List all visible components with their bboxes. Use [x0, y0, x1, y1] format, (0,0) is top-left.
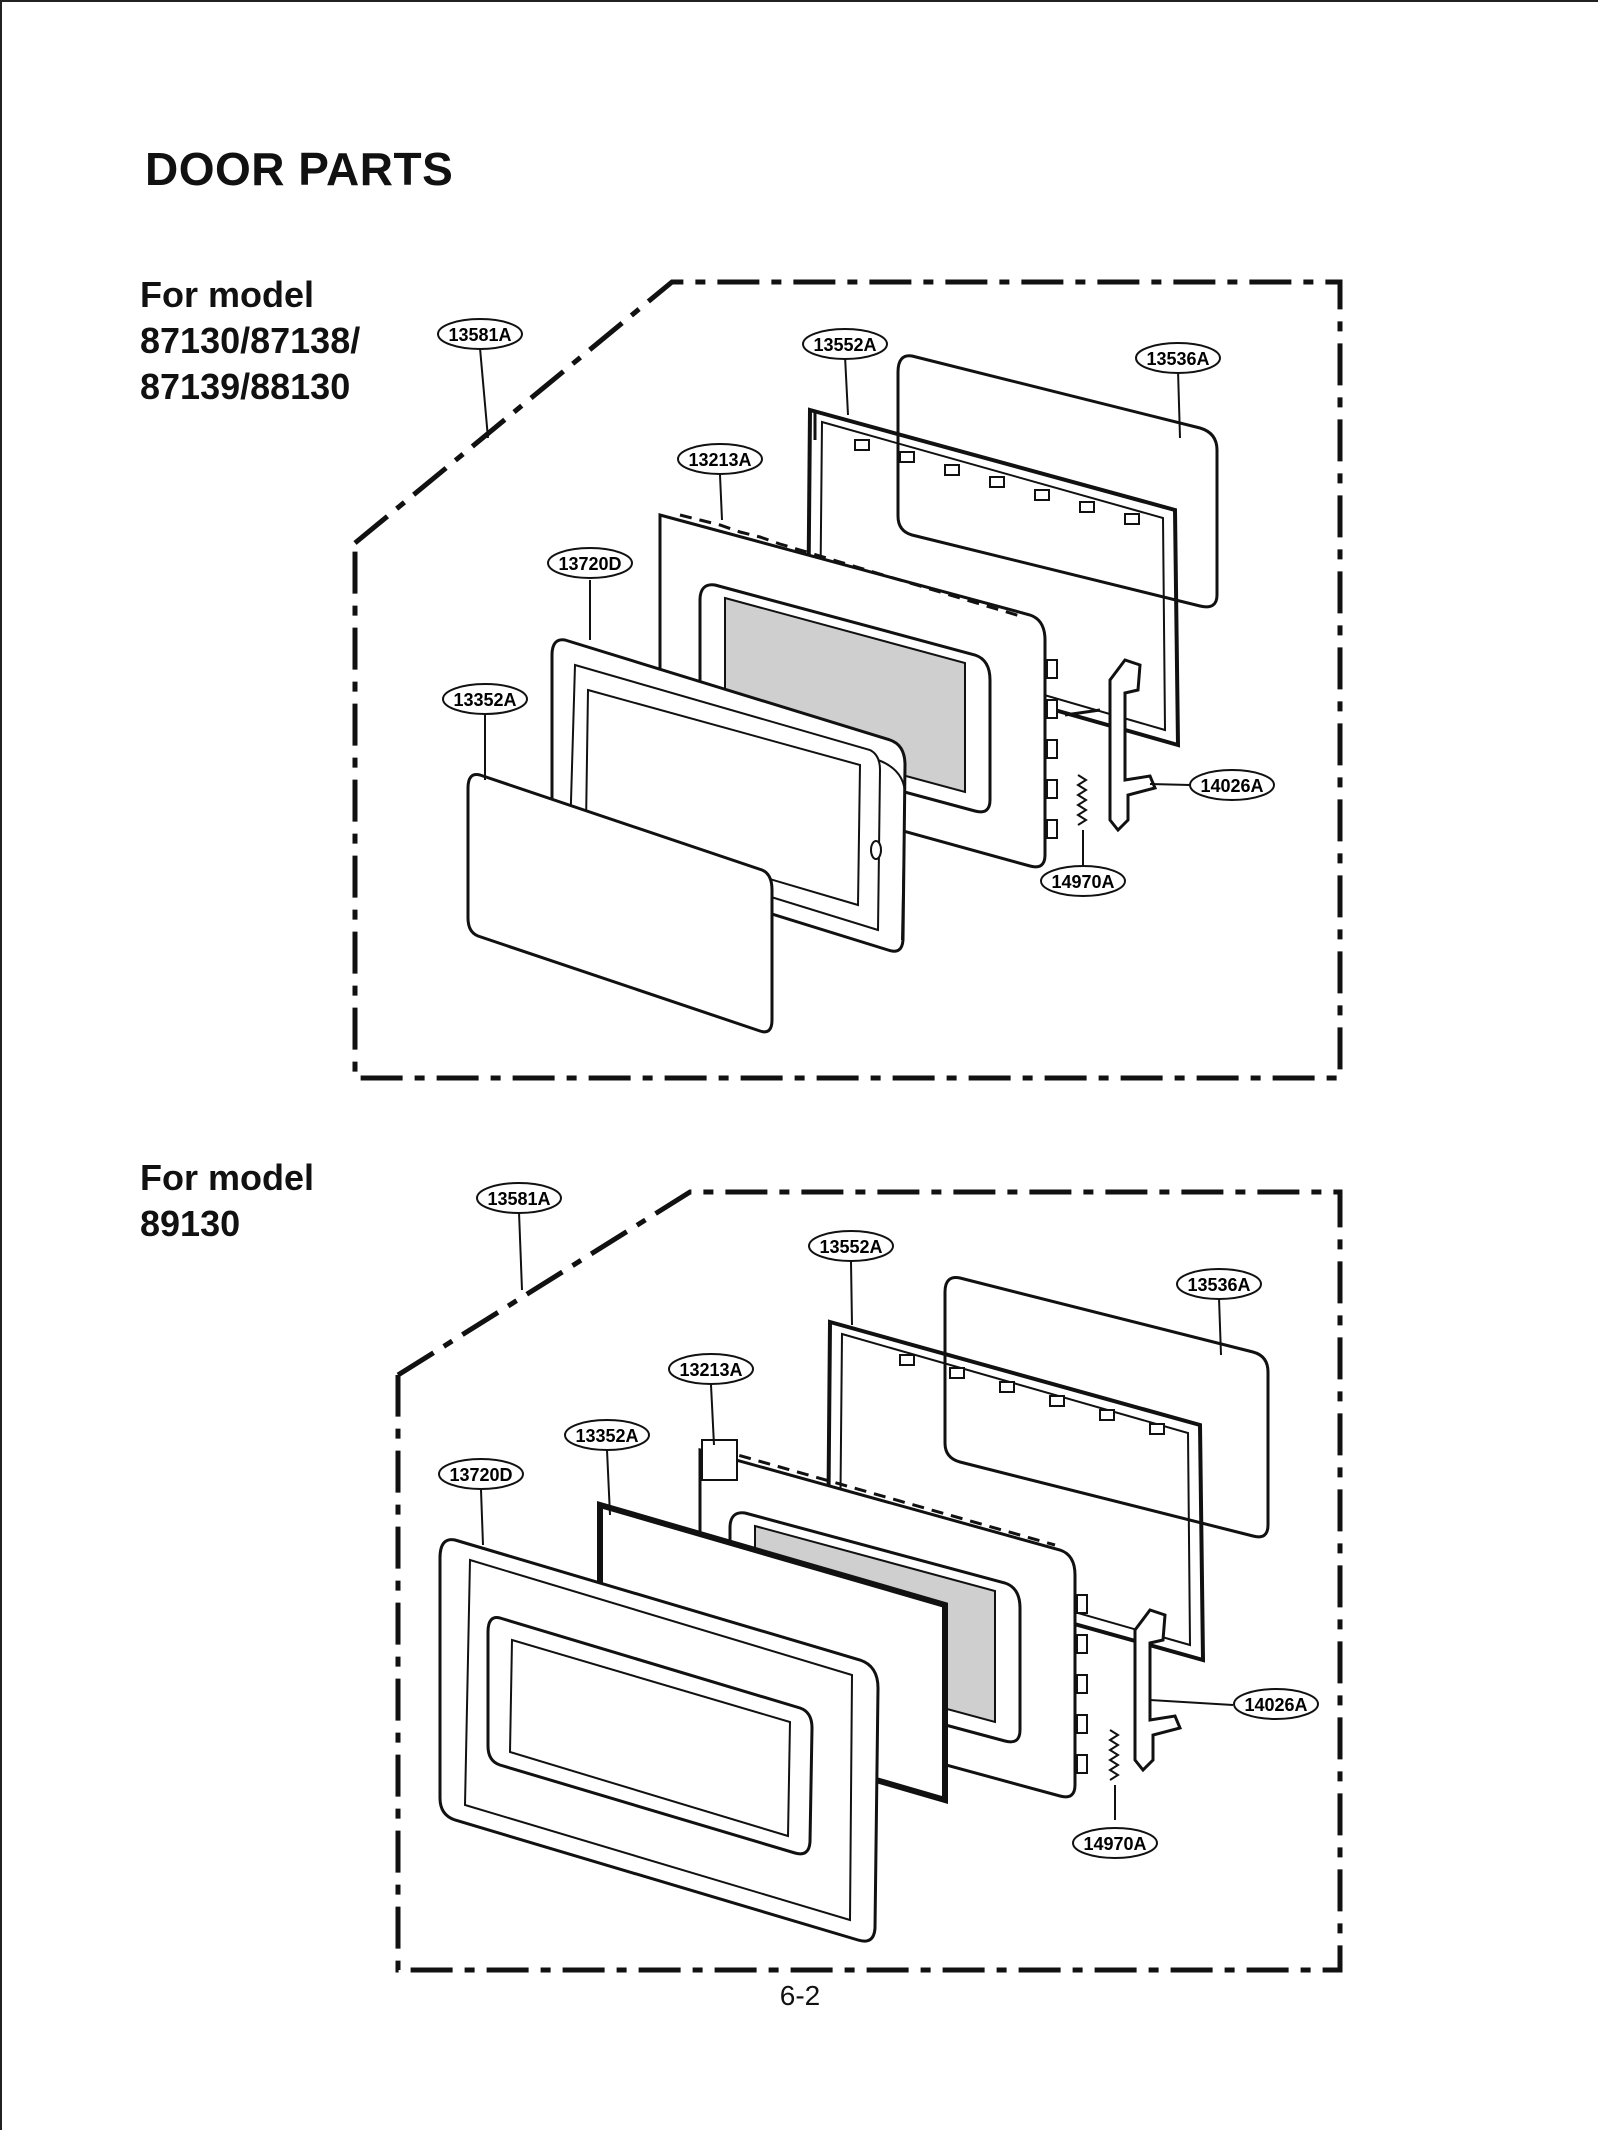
- callout-13720D: 13720D: [438, 1458, 524, 1490]
- callout-13581A: 13581A: [437, 318, 523, 350]
- shield-panel: [943, 1276, 1270, 1539]
- callout-text: 13536A: [1146, 349, 1209, 369]
- door-latch: [1064, 658, 1158, 833]
- callout-14026A: 14026A: [1189, 769, 1275, 801]
- door-screen: [466, 773, 774, 1034]
- assembly-frame: [352, 279, 1343, 1081]
- callout-14970A: 14970A: [1072, 1827, 1158, 1859]
- callout-text: 14026A: [1244, 1695, 1307, 1715]
- callout-13352A: 13352A: [442, 683, 528, 715]
- callout-text: 13720D: [558, 554, 621, 574]
- model-label-line: 87130/87138/: [140, 320, 361, 361]
- callout-13581A: 13581A: [476, 1182, 562, 1214]
- callout-13213A: 13213A: [677, 443, 763, 475]
- callout-text: 13213A: [679, 1360, 742, 1380]
- callout-text: 13352A: [575, 1426, 638, 1446]
- callout-text: 13552A: [819, 1237, 882, 1257]
- callout-text: 13581A: [448, 325, 511, 345]
- model-label-2: For model 89130: [140, 1155, 314, 1247]
- spring: [1076, 774, 1088, 826]
- callout-text: 14970A: [1083, 1834, 1146, 1854]
- callout-text: 13213A: [688, 450, 751, 470]
- callout-text: 13352A: [453, 690, 516, 710]
- callout-14970A: 14970A: [1040, 865, 1126, 897]
- model-label-line: 89130: [140, 1203, 241, 1244]
- model-label-line: For model: [140, 1157, 315, 1198]
- callout-text: 13720D: [449, 1465, 512, 1485]
- diagram-1: [352, 279, 1343, 1081]
- model-label-1: For model 87130/87138/ 87139/88130: [140, 272, 360, 410]
- shield-panel: [896, 354, 1219, 609]
- assembly-frame: [395, 1189, 1343, 1973]
- door-frame: [438, 1538, 880, 1943]
- callout-14026A: 14026A: [1233, 1688, 1319, 1720]
- page-title: DOOR PARTS: [145, 143, 454, 195]
- callout-text: 14970A: [1051, 872, 1114, 892]
- page-number: 6-2: [779, 1980, 821, 2011]
- callout-13352A: 13352A: [564, 1419, 650, 1451]
- callout-13536A: 13536A: [1135, 342, 1221, 374]
- callout-13720D: 13720D: [547, 547, 633, 579]
- callout-13213A: 13213A: [668, 1353, 754, 1385]
- door-cover: [825, 1319, 1206, 1663]
- door-frame: [550, 638, 907, 953]
- callout-text: 14026A: [1200, 776, 1263, 796]
- callout-text: 13581A: [487, 1189, 550, 1209]
- leader-lines: [480, 1211, 1234, 1820]
- callout-13552A: 13552A: [802, 328, 888, 360]
- callout-text: 13536A: [1187, 1275, 1250, 1295]
- model-label-line: For model: [140, 274, 315, 315]
- callout-13552A: 13552A: [808, 1230, 894, 1262]
- diagram-2: [395, 1189, 1343, 1973]
- spring: [1108, 1729, 1120, 1781]
- callouts: 13581A 13552A 13536A 13213A 13720D 13352…: [437, 318, 1319, 1859]
- callout-text: 13552A: [813, 335, 876, 355]
- callout-13536A: 13536A: [1176, 1268, 1262, 1300]
- model-label-line: 87139/88130: [140, 366, 351, 407]
- door-latch: [1133, 1608, 1183, 1773]
- leader-lines: [479, 347, 1191, 865]
